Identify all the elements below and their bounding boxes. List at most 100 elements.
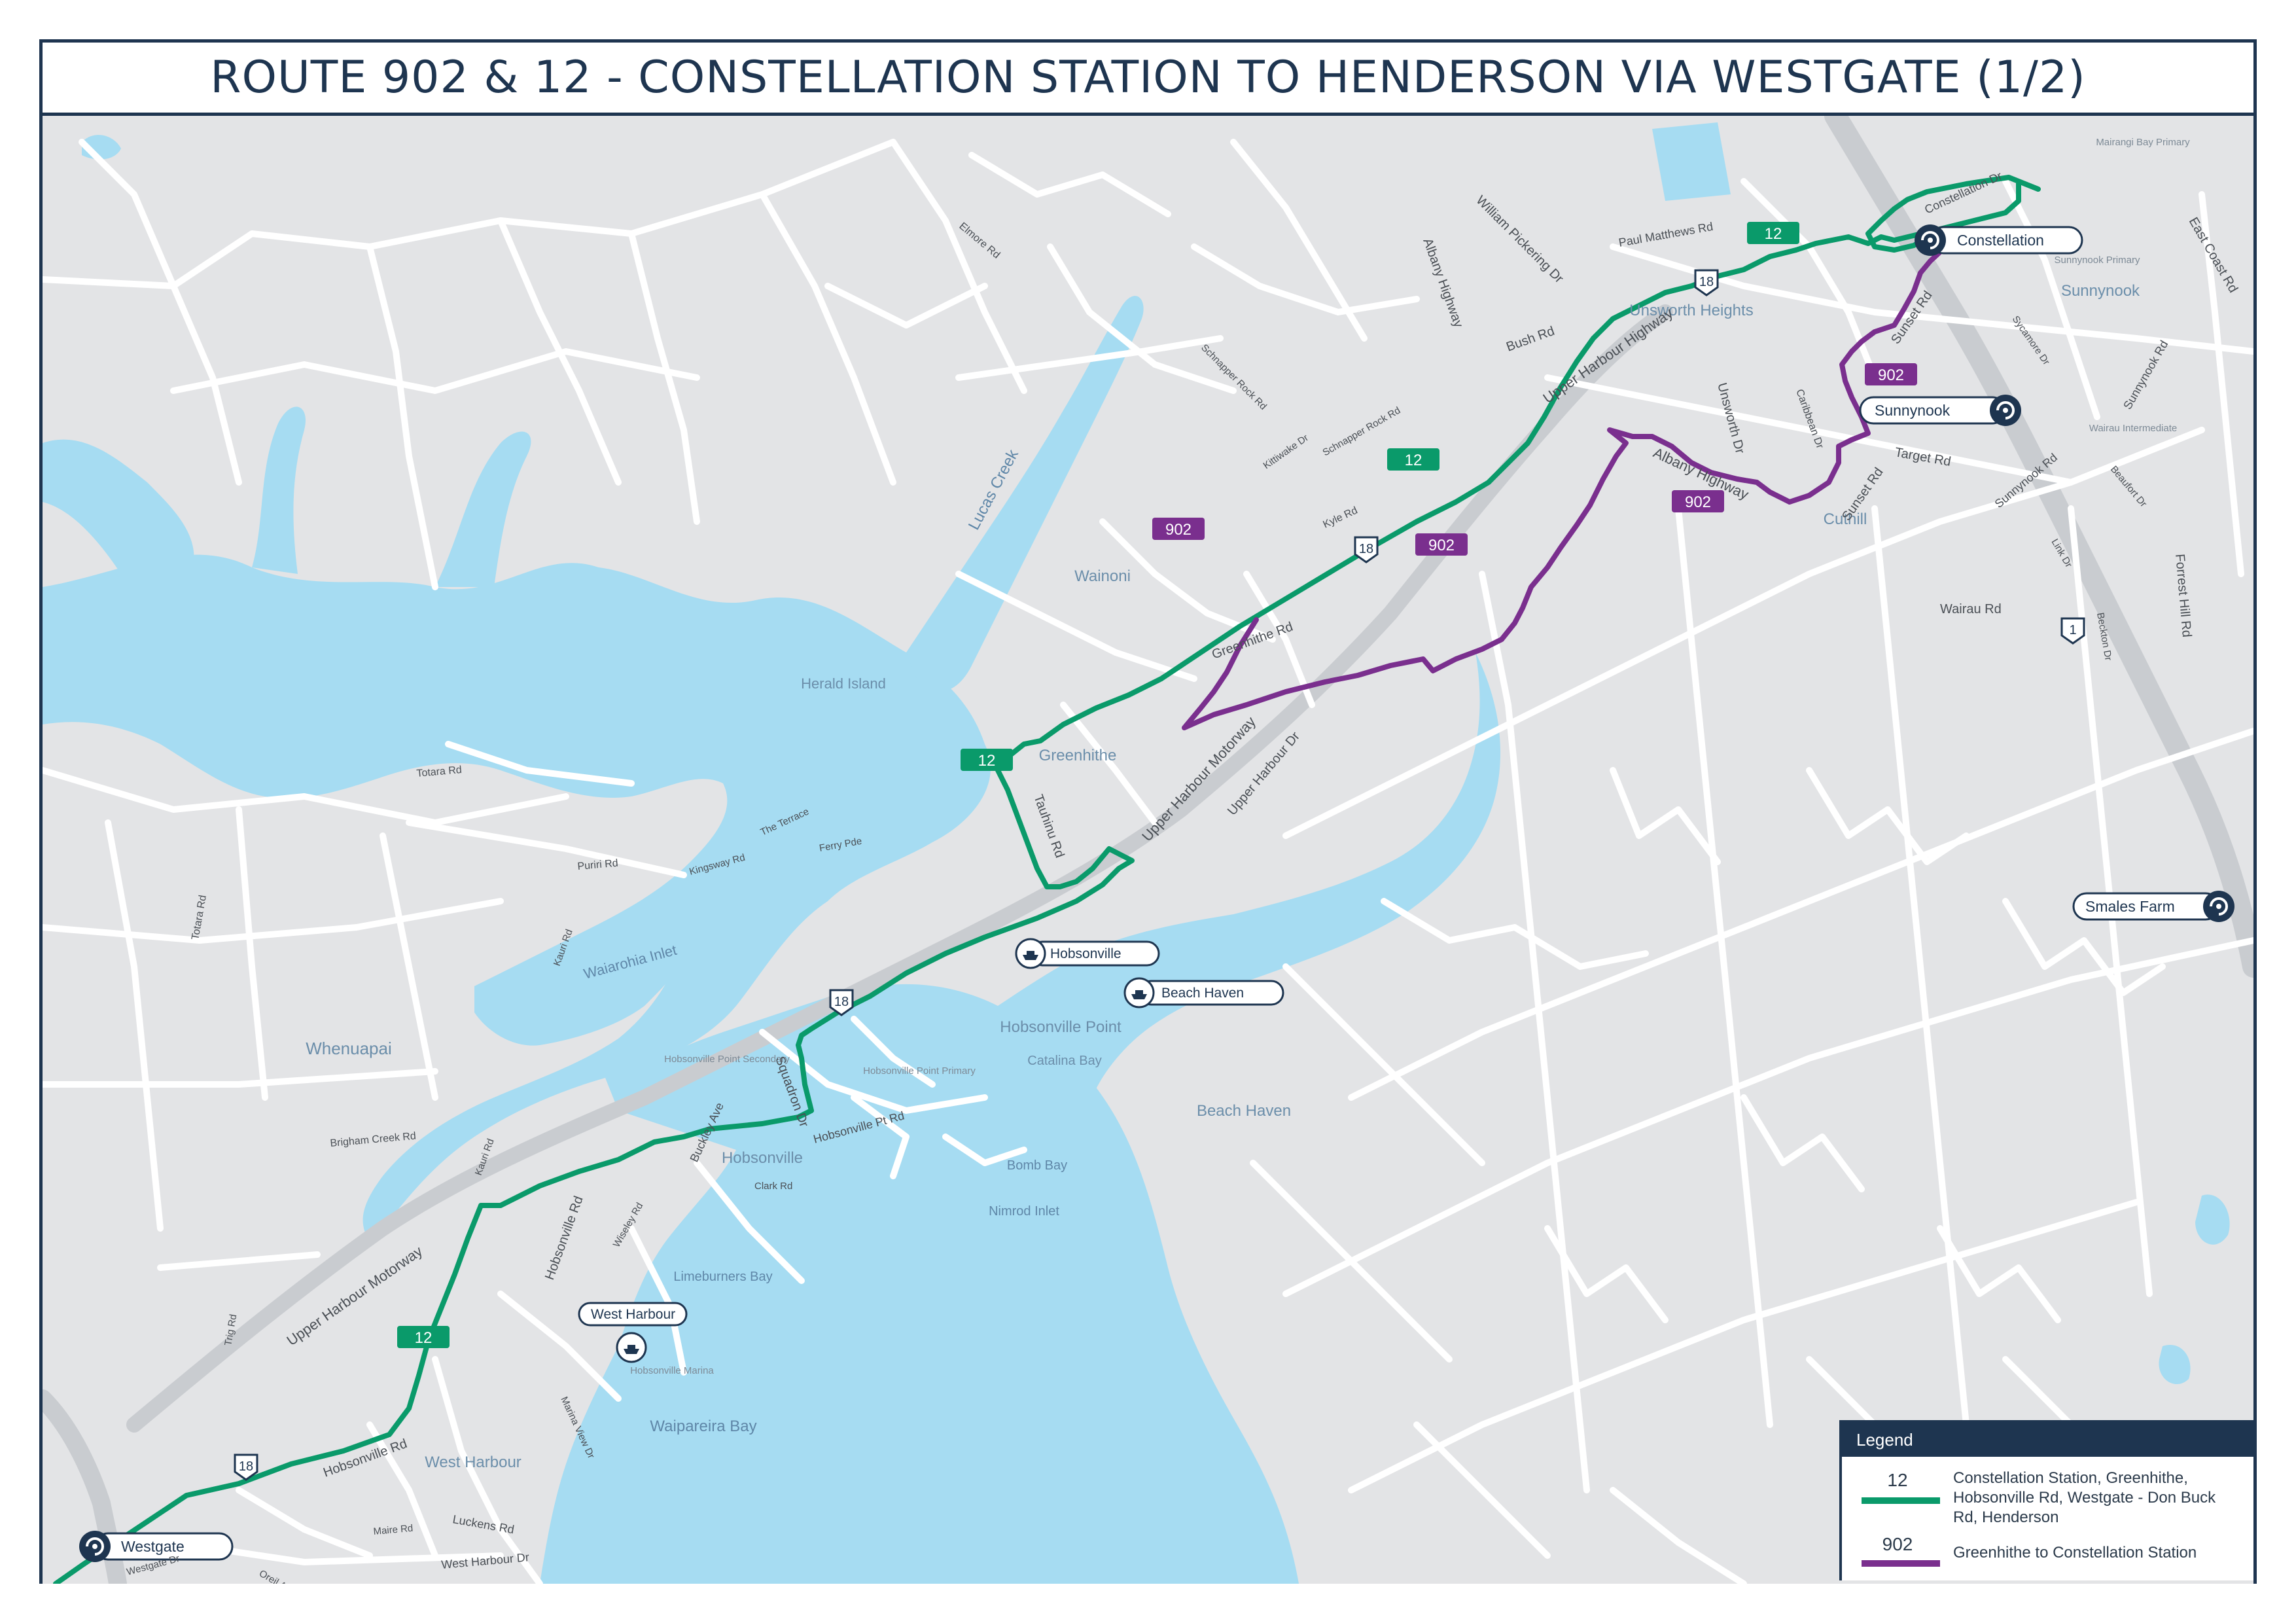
ferry-terminals: Hobsonville Beach Haven West Harbour (578, 938, 1284, 1363)
highway-shields: 18 18 18 18 1 (234, 269, 2085, 1481)
beach-haven-inlet-water (998, 652, 1501, 1124)
legend-route-12-swatch (1862, 1497, 1940, 1504)
route-902-tag (1152, 518, 1205, 540)
highway-18-shield: 18 (234, 1454, 258, 1481)
ferry-west-harbour[interactable]: West Harbour (578, 1302, 688, 1363)
highway-18-shield-label: 18 (834, 995, 849, 1009)
legend-route-number: 12 (1887, 1470, 1908, 1490)
place-greenhithe: Greenhithe (1039, 747, 1117, 764)
route-902-tag (1415, 533, 1468, 556)
school-mairangi-bay-primary: Mairangi Bay Primary (2096, 137, 2190, 148)
place-west-harbour: West Harbour (425, 1454, 521, 1471)
route-12-tag (1387, 448, 1439, 471)
lake-north (1652, 122, 1731, 201)
bus-station-icon (86, 1537, 104, 1556)
station-sunnynook-label: Sunnynook (1875, 402, 1951, 419)
map-canvas[interactable]: 12 12 12 12 902 902 902 902 (43, 116, 2253, 1584)
route-902-tag-label: 902 (1165, 521, 1192, 539)
route-12-tag (961, 749, 1013, 771)
ferry-beach-haven[interactable]: Beach Haven (1123, 977, 1284, 1008)
station-constellation[interactable]: Constellation (1915, 224, 2083, 256)
route-12-tag-label: 12 (415, 1329, 433, 1347)
station-smales-farm-label: Smales Farm (2085, 898, 2175, 915)
place-cuthill: Cuthill (1824, 510, 1867, 528)
route-12-tag-label: 12 (1765, 225, 1782, 243)
route-902-tag-label: 902 (1685, 493, 1711, 511)
highway-18-shield-label: 18 (1699, 275, 1714, 289)
route-12-tag-label: 12 (978, 752, 996, 770)
sh16-band (43, 1389, 127, 1584)
place-beach-haven: Beach Haven (1197, 1102, 1291, 1120)
title-bar: ROUTE 902 & 12 - CONSTELLATION STATION T… (43, 43, 2253, 116)
upper-harbour-water (43, 554, 991, 1242)
hobsonville-marina-label: Hobsonville Marina (630, 1365, 714, 1376)
bus-station-icon (1921, 231, 1939, 249)
route-902-tag-label: 902 (1878, 366, 1904, 384)
pond-se (2159, 1345, 2191, 1385)
place-hobsonville-point: Hobsonville Point (1000, 1018, 1122, 1036)
page-title: ROUTE 902 & 12 - CONSTELLATION STATION T… (210, 52, 2086, 103)
legend-panel: Legend 12 Constellation Station, Greenhi… (1839, 1420, 2253, 1580)
bus-stations: Constellation Sunnynook Smales Farm (79, 224, 2234, 1562)
route-12-tag (397, 1326, 450, 1348)
ferry-hobsonville-label: Hobsonville (1050, 946, 1122, 961)
water-bodies (43, 122, 2230, 1584)
legend-route-number: 902 (1882, 1534, 1913, 1554)
road-puriri-rd: Puriri Rd (577, 858, 618, 872)
route-12-line (53, 175, 2041, 1584)
north-creek-water (252, 406, 306, 574)
station-westgate-label: Westgate (121, 1538, 185, 1555)
legend-route-description: Greenhithe to Constellation Station (1953, 1544, 2197, 1561)
place-bomb-bay: Bomb Bay (1007, 1158, 1067, 1173)
place-wainoni: Wainoni (1074, 567, 1131, 585)
place-limeburners-bay: Limeburners Bay (673, 1270, 772, 1284)
highway-18-shield-label: 18 (239, 1459, 253, 1474)
highway-18-shield-label: 18 (1359, 542, 1373, 556)
route-902-tag (1672, 490, 1724, 512)
map-frame: ROUTE 902 & 12 - CONSTELLATION STATION T… (39, 39, 2257, 1584)
station-constellation-label: Constellation (1957, 232, 2044, 249)
route-12-tag-label: 12 (1405, 452, 1422, 469)
southern-harbour-water (540, 984, 1299, 1584)
legend-route-902-swatch (1862, 1560, 1940, 1567)
upper-harbour-motorway-band (126, 304, 1673, 1433)
route-902-tag (1865, 363, 1917, 385)
station-westgate[interactable]: Westgate (79, 1531, 234, 1562)
ferry-hobsonville[interactable]: Hobsonville (1015, 938, 1160, 969)
place-unsworth-heights: Unsworth Heights (1629, 302, 1753, 319)
highway-18-shield: 18 (1354, 536, 1379, 563)
place-hobsonville: Hobsonville (722, 1149, 803, 1167)
route-902-tag-label: 902 (1428, 537, 1455, 554)
school-hobsonville-point-secondary: Hobsonville Point Secondary (664, 1054, 790, 1065)
legend-item-route-12: 12 Constellation Station, Greenhithe, Ho… (1842, 1469, 2253, 1527)
ferry-west-harbour-label: West Harbour (591, 1307, 675, 1322)
legend-header: Legend (1842, 1423, 2253, 1457)
route-902-tags: 902 902 902 902 (1152, 363, 1917, 556)
west-creek-water (43, 439, 194, 574)
place-waipareira-bay: Waipareira Bay (650, 1418, 756, 1435)
highway-18-shield: 18 (1694, 269, 1719, 296)
road-maire-rd: Maire Rd (373, 1523, 414, 1537)
route-902-line (1182, 231, 1962, 730)
bus-station-icon (2210, 897, 2228, 916)
school-sunnynook-primary: Sunnynook Primary (2055, 255, 2140, 266)
route-12-tags: 12 12 12 12 (397, 222, 1799, 1348)
legend-item-route-902: 902 Greenhithe to Constellation Station (1842, 1534, 2253, 1573)
highway-1-shield-label: 1 (2069, 623, 2076, 637)
ferry-beach-haven-label: Beach Haven (1161, 986, 1244, 1001)
bus-station-icon (1996, 401, 2015, 419)
road-clark-rd: Clark Rd (754, 1181, 792, 1192)
place-nimrod-inlet: Nimrod Inlet (989, 1204, 1059, 1219)
road-totara-rd: Totara Rd (416, 764, 463, 779)
station-smales-farm[interactable]: Smales Farm (2072, 891, 2234, 922)
place-herald-island: Herald Island (801, 675, 886, 692)
school-wairau-intermediate: Wairau Intermediate (2089, 423, 2178, 434)
highway-18-shield: 18 (829, 989, 854, 1016)
waiarohia-inlet-water (474, 927, 692, 1046)
legend-route-description: Constellation Station, Greenhithe, Hobso… (1953, 1469, 2216, 1526)
place-sunnynook: Sunnynook (2061, 282, 2140, 300)
station-sunnynook[interactable]: Sunnynook (1859, 395, 2021, 426)
northwest-creek-water (435, 431, 531, 587)
road-wairau-rd: Wairau Rd (1940, 602, 2002, 616)
pond-east (2195, 1194, 2230, 1245)
